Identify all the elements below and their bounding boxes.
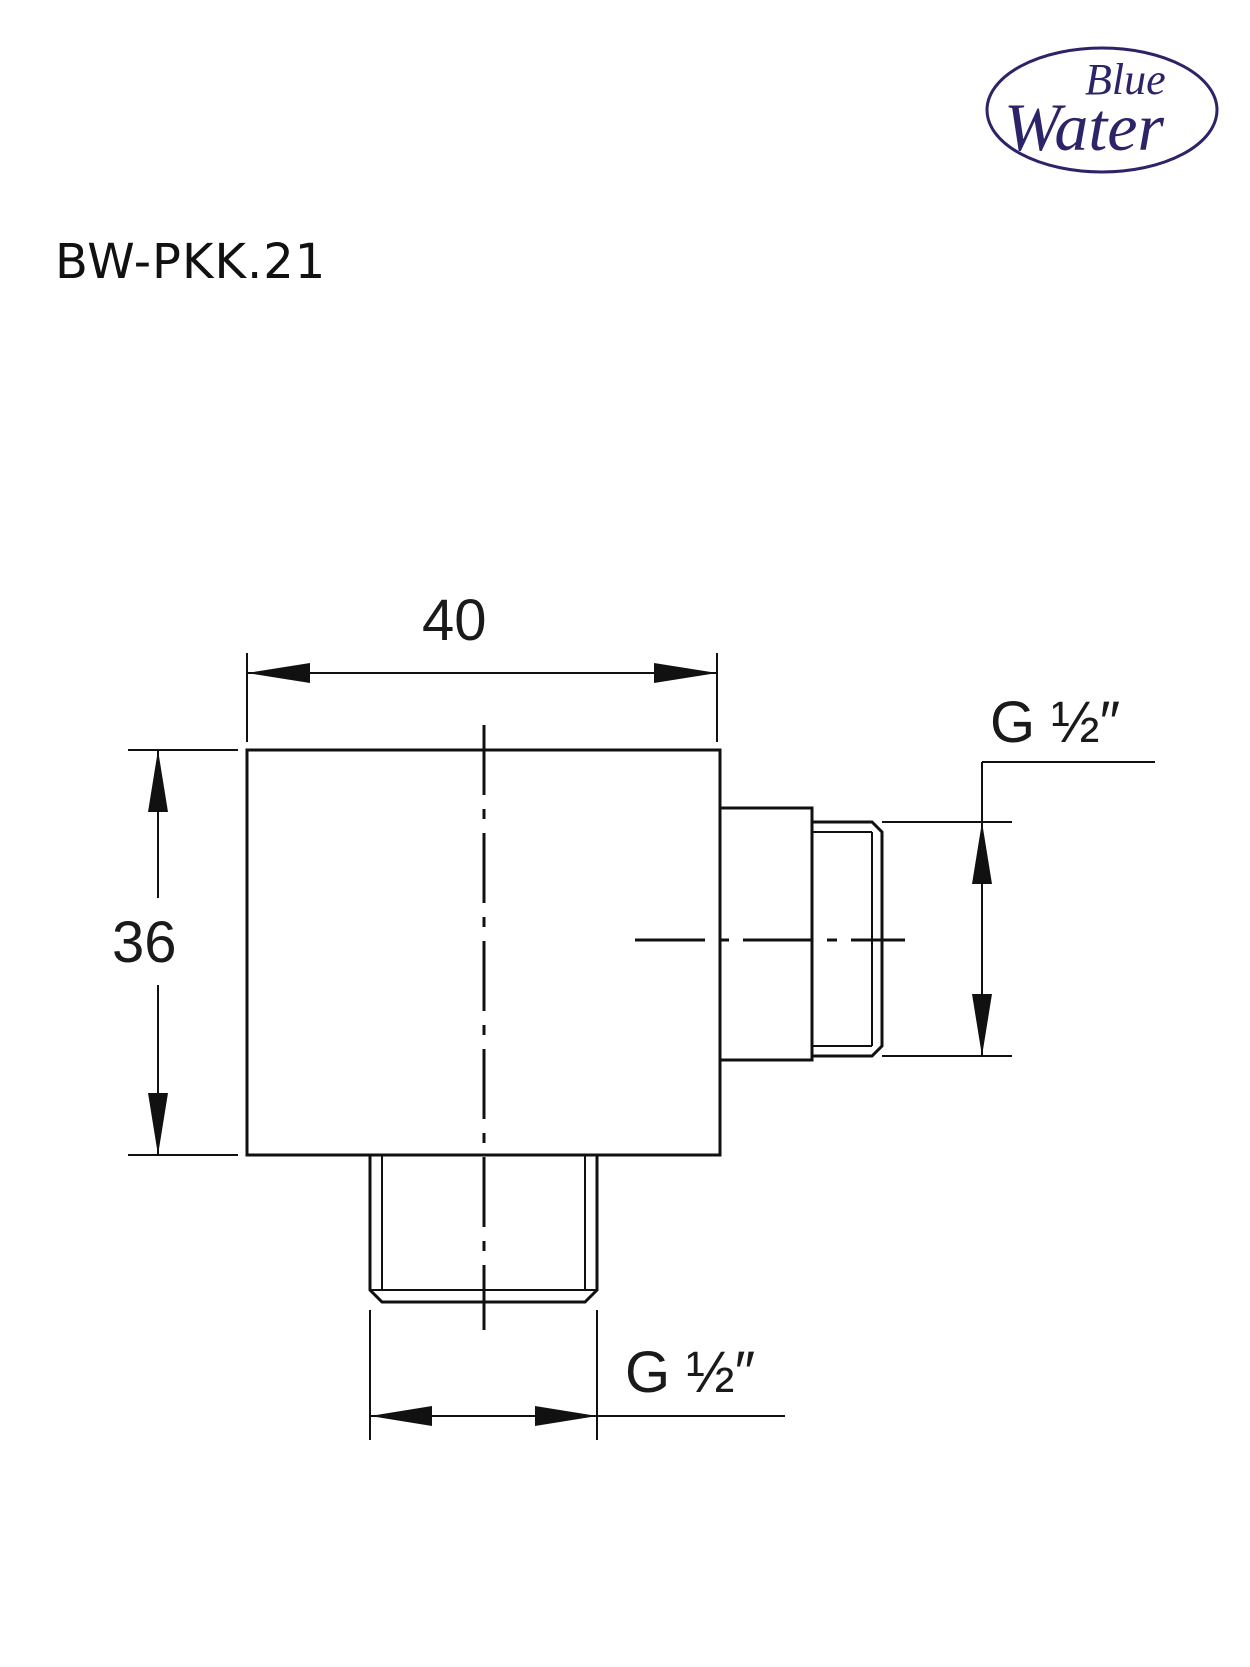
logo-ellipse bbox=[985, 46, 1219, 174]
brand-logo: Blue Water bbox=[985, 46, 1219, 174]
model-code: BW-PKK.21 bbox=[55, 234, 326, 290]
height-label: 36 bbox=[112, 910, 177, 975]
side-collar bbox=[718, 806, 814, 1062]
side-thread-label: G ½″ bbox=[990, 690, 1120, 755]
side-thread-dimension: G ½″ bbox=[882, 690, 1155, 1057]
height-dimension: 36 bbox=[112, 749, 238, 1156]
logo-text-blue: Blue bbox=[1085, 55, 1166, 104]
side-thread bbox=[810, 820, 884, 1058]
width-dimension: 40 bbox=[246, 588, 718, 742]
bottom-thread-dimension: G ½″ bbox=[369, 1310, 785, 1440]
logo-text-water: Water bbox=[1004, 89, 1164, 165]
width-label: 40 bbox=[422, 588, 487, 653]
bottom-thread-label: G ½″ bbox=[625, 1340, 755, 1405]
